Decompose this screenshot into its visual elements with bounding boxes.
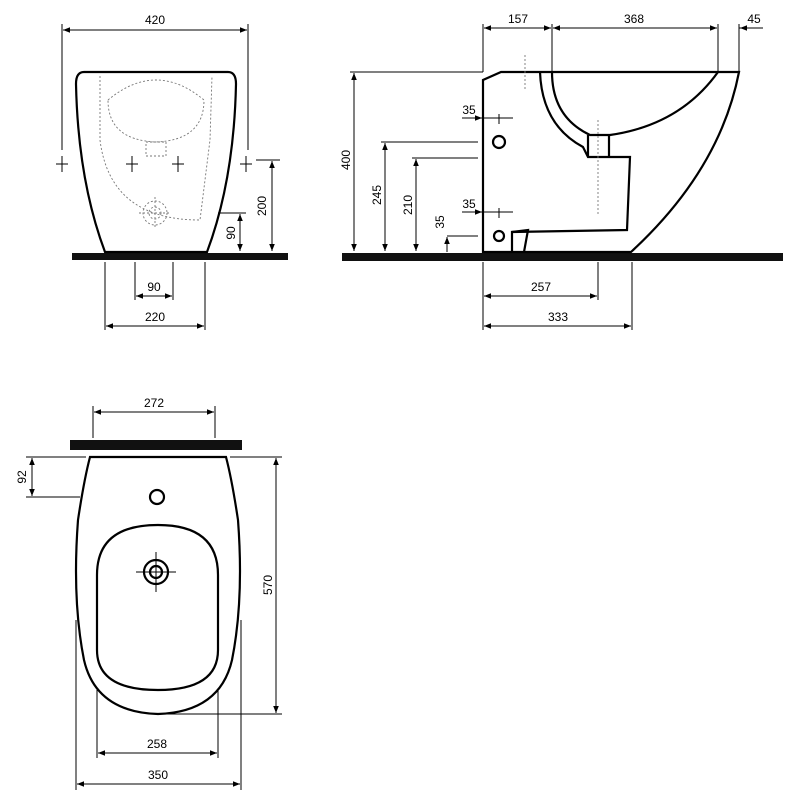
dim-label: 210 (401, 195, 415, 215)
dim-245: 245 (370, 141, 478, 251)
dim-400: 400 (339, 71, 483, 251)
dim-200: 200 (255, 159, 280, 251)
upper-inlet-icon (491, 134, 507, 150)
centre-lines (524, 55, 599, 215)
bowl-profile (510, 71, 719, 252)
dim-label: 420 (145, 13, 165, 27)
dim-label: 570 (261, 575, 275, 595)
dim-90-base: 90 (134, 262, 174, 300)
dim-272: 272 (92, 396, 216, 438)
dim-45: 45 (738, 12, 763, 72)
drain-icon (136, 552, 176, 592)
dim-35-upper: 35 (462, 103, 513, 124)
dim-157: 157 (482, 12, 553, 72)
dim-333: 333 (484, 262, 633, 330)
dim-label: 200 (255, 196, 269, 216)
dim-label: 35 (462, 103, 476, 117)
dim-257: 257 (482, 262, 599, 330)
dim-label: 272 (144, 396, 164, 410)
wall-line (70, 440, 242, 450)
dim-label: 350 (148, 768, 168, 782)
drain-icon (139, 197, 171, 229)
bidet-side-outline (481, 70, 741, 254)
side-view: 157 368 45 400 245 210 (339, 12, 783, 330)
dim-label: 90 (224, 226, 238, 240)
dim-label: 90 (147, 280, 161, 294)
dim-label: 45 (747, 12, 761, 26)
dim-label: 400 (339, 150, 353, 170)
dim-570: 570 (160, 456, 282, 715)
dim-label: 258 (147, 737, 167, 751)
dim-368: 368 (553, 12, 719, 72)
bowl-hidden-line (99, 75, 213, 221)
top-view: 272 92 570 258 350 (15, 396, 282, 790)
dim-label: 368 (624, 12, 644, 26)
dim-210: 210 (401, 157, 478, 251)
front-view: 420 200 90 90 220 (56, 13, 288, 330)
dim-350: 350 (75, 620, 242, 790)
floor-line (72, 253, 288, 260)
dim-label: 220 (145, 310, 165, 324)
drain-hidden (145, 141, 167, 157)
dim-label: 245 (370, 185, 384, 205)
bidet-front-outline (74, 70, 238, 254)
dim-label: 257 (531, 280, 551, 294)
dim-label: 35 (433, 215, 447, 229)
bidet-top-outline (74, 455, 242, 716)
floor-line (342, 253, 783, 261)
dim-label: 157 (508, 12, 528, 26)
dim-92: 92 (15, 456, 86, 498)
dim-35-vertical: 35 (433, 215, 478, 252)
bowl-top-outline (95, 523, 220, 692)
fixing-point-icons (56, 156, 252, 172)
dim-220: 220 (104, 262, 206, 330)
dim-420: 420 (61, 13, 249, 150)
dim-label: 35 (462, 197, 476, 211)
dim-258: 258 (96, 690, 219, 758)
dim-label: 333 (548, 310, 568, 324)
dim-35-lower: 35 (462, 197, 513, 218)
dim-label: 92 (15, 470, 29, 484)
dim-90-height: 90 (218, 212, 246, 251)
tap-hole-icon (148, 488, 166, 506)
lower-inlet-icon (492, 229, 506, 243)
drain-pipe (511, 135, 611, 253)
